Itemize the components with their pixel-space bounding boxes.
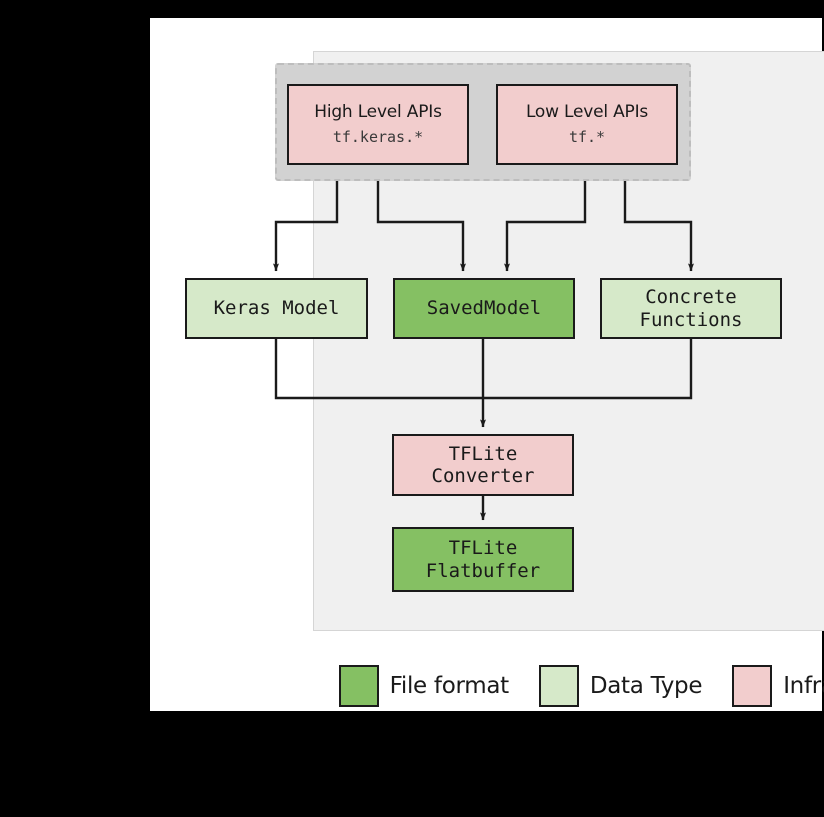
legend-label-infrastructure: Infrastructure [783,673,824,699]
node-tflite-flatbuffer-title-line2: Flatbuffer [425,559,541,582]
node-tflite-converter-title-line2: Converter [431,465,535,487]
node-low-level-apis-subtitle: tf.* [568,128,606,147]
node-low-level-apis[interactable]: Low Level APIs tf.* [496,84,678,165]
node-concrete-functions-title-line1: Concrete [645,286,737,309]
legend-label-file-format: File format [389,673,510,699]
node-low-level-apis-title: Low Level APIs [525,102,649,123]
node-tflite-flatbuffer-title-line1: TFLite [448,537,518,560]
node-tflite-converter-title-line1: TFLite [448,442,518,465]
legend-swatch-data-type [538,665,579,707]
node-keras-model-title: Keras Model [213,297,340,320]
node-high-level-apis-subtitle: tf.keras.* [332,128,424,147]
legend: File format Data Type Infrastructure [313,650,824,722]
node-tflite-converter[interactable]: TFLite Converter [392,434,574,496]
node-concrete-functions[interactable]: Concrete Functions [600,278,782,339]
legend-swatch-infrastructure [732,665,773,707]
node-keras-model[interactable]: Keras Model [185,278,368,339]
legend-item-data-type: Data Type [538,665,703,707]
legend-item-file-format: File format [338,665,510,707]
node-savedmodel-title: SavedModel [426,297,542,320]
node-savedmodel[interactable]: SavedModel [393,278,575,339]
node-high-level-apis[interactable]: High Level APIs tf.keras.* [287,84,469,165]
legend-item-infrastructure: Infrastructure [732,665,824,707]
legend-swatch-file-format [338,665,379,707]
node-high-level-apis-title: High Level APIs [314,102,442,123]
legend-label-data-type: Data Type [589,673,703,699]
node-tflite-flatbuffer[interactable]: TFLite Flatbuffer [392,527,574,592]
node-concrete-functions-title-line2: Functions [639,308,743,331]
